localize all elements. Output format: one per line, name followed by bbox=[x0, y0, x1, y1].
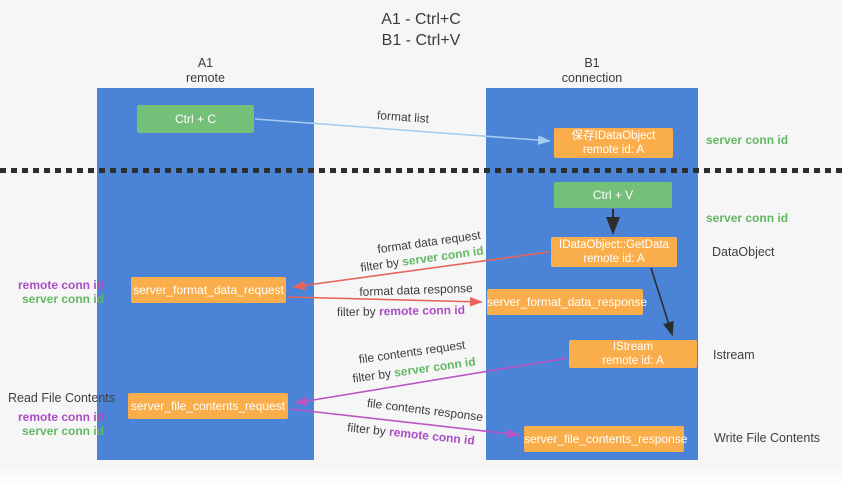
node-getdata-line1: IDataObject::GetData bbox=[559, 239, 669, 251]
node-istream-line1: IStream bbox=[612, 341, 654, 353]
node-save-idataobject-line2: remote id: A bbox=[582, 144, 645, 156]
node-file-request-label: server_file_contents_request bbox=[130, 399, 286, 413]
format-data-response-label: format data response bbox=[359, 281, 473, 299]
istream-annotation: Istream bbox=[713, 348, 755, 362]
node-server-file-contents-response: server_file_contents_response bbox=[524, 426, 688, 452]
node-server-format-data-request: server_format_data_request bbox=[131, 277, 286, 303]
node-ctrl-v: Ctrl + V bbox=[554, 182, 672, 208]
filter-by-text: filter by bbox=[359, 255, 400, 275]
server-conn-id-annotation: server conn id bbox=[21, 424, 104, 438]
node-istream-line2: remote id: A bbox=[602, 355, 664, 367]
node-server-file-contents-request: server_file_contents_request bbox=[128, 393, 288, 419]
read-file-contents-annotation: Read File Contents bbox=[8, 391, 116, 405]
node-format-request-label: server_format_data_request bbox=[133, 283, 284, 297]
node-getdata-line2: remote id: A bbox=[583, 253, 645, 265]
lane-b1-role: connection bbox=[561, 71, 623, 85]
filter-by-text: filter by bbox=[346, 420, 387, 439]
remote-conn-id-annotation: remote conn id bbox=[17, 278, 104, 292]
format-list-label: format list bbox=[376, 108, 430, 126]
lane-b1-name: B1 bbox=[584, 56, 600, 70]
node-idataobject-getdata: IDataObject::GetData remote id: A bbox=[551, 237, 677, 267]
node-server-format-data-response: server_format_data_response bbox=[487, 289, 648, 315]
left-conn-id-stack-bottom: remote conn id server conn id bbox=[10, 410, 104, 438]
title-line-1: A1 - Ctrl+C bbox=[381, 11, 461, 28]
diagram-title: A1 - Ctrl+C B1 - Ctrl+V bbox=[0, 9, 842, 51]
node-save-idataobject: 保存IDataObject remote id: A bbox=[554, 128, 673, 158]
server-conn-id-annotation: server conn id bbox=[21, 292, 104, 306]
node-format-response-label: server_format_data_response bbox=[487, 295, 648, 309]
server-conn-id-annotation-top: server conn id bbox=[706, 133, 789, 147]
left-conn-id-stack-top: remote conn id server conn id bbox=[10, 278, 104, 306]
server-conn-id-annotation-mid: server conn id bbox=[706, 211, 789, 225]
dataobject-annotation: DataObject bbox=[712, 245, 775, 259]
node-save-idataobject-line1: 保存IDataObject bbox=[571, 130, 656, 142]
file-contents-response-filter-label: filter by remote conn id bbox=[347, 420, 476, 447]
filter-by-text: filter by bbox=[336, 304, 376, 320]
remote-conn-id-annotation: remote conn id bbox=[17, 410, 104, 424]
lane-header-b1: B1 connection bbox=[486, 56, 698, 86]
lane-a1-name: A1 bbox=[197, 56, 214, 70]
remote-conn-id-key: remote conn id bbox=[378, 302, 466, 319]
filter-by-text: filter by bbox=[351, 366, 392, 386]
node-ctrl-v-label: Ctrl + V bbox=[592, 188, 634, 202]
lane-a1-role: remote bbox=[186, 71, 225, 85]
remote-conn-id-key: remote conn id bbox=[388, 424, 476, 448]
node-istream: IStream remote id: A bbox=[569, 340, 697, 368]
lane-header-a1: A1 remote bbox=[97, 56, 314, 86]
write-file-contents-annotation: Write File Contents bbox=[714, 431, 821, 445]
title-line-2: B1 - Ctrl+V bbox=[381, 32, 461, 49]
node-ctrl-c: Ctrl + C bbox=[137, 105, 254, 133]
format-data-response-filter-label: filter by remote conn id bbox=[337, 303, 465, 319]
node-file-response-label: server_file_contents_response bbox=[524, 432, 688, 446]
node-ctrl-c-label: Ctrl + C bbox=[174, 112, 216, 126]
dotted-separator bbox=[0, 168, 842, 173]
file-contents-response-label: file contents response bbox=[366, 395, 484, 425]
